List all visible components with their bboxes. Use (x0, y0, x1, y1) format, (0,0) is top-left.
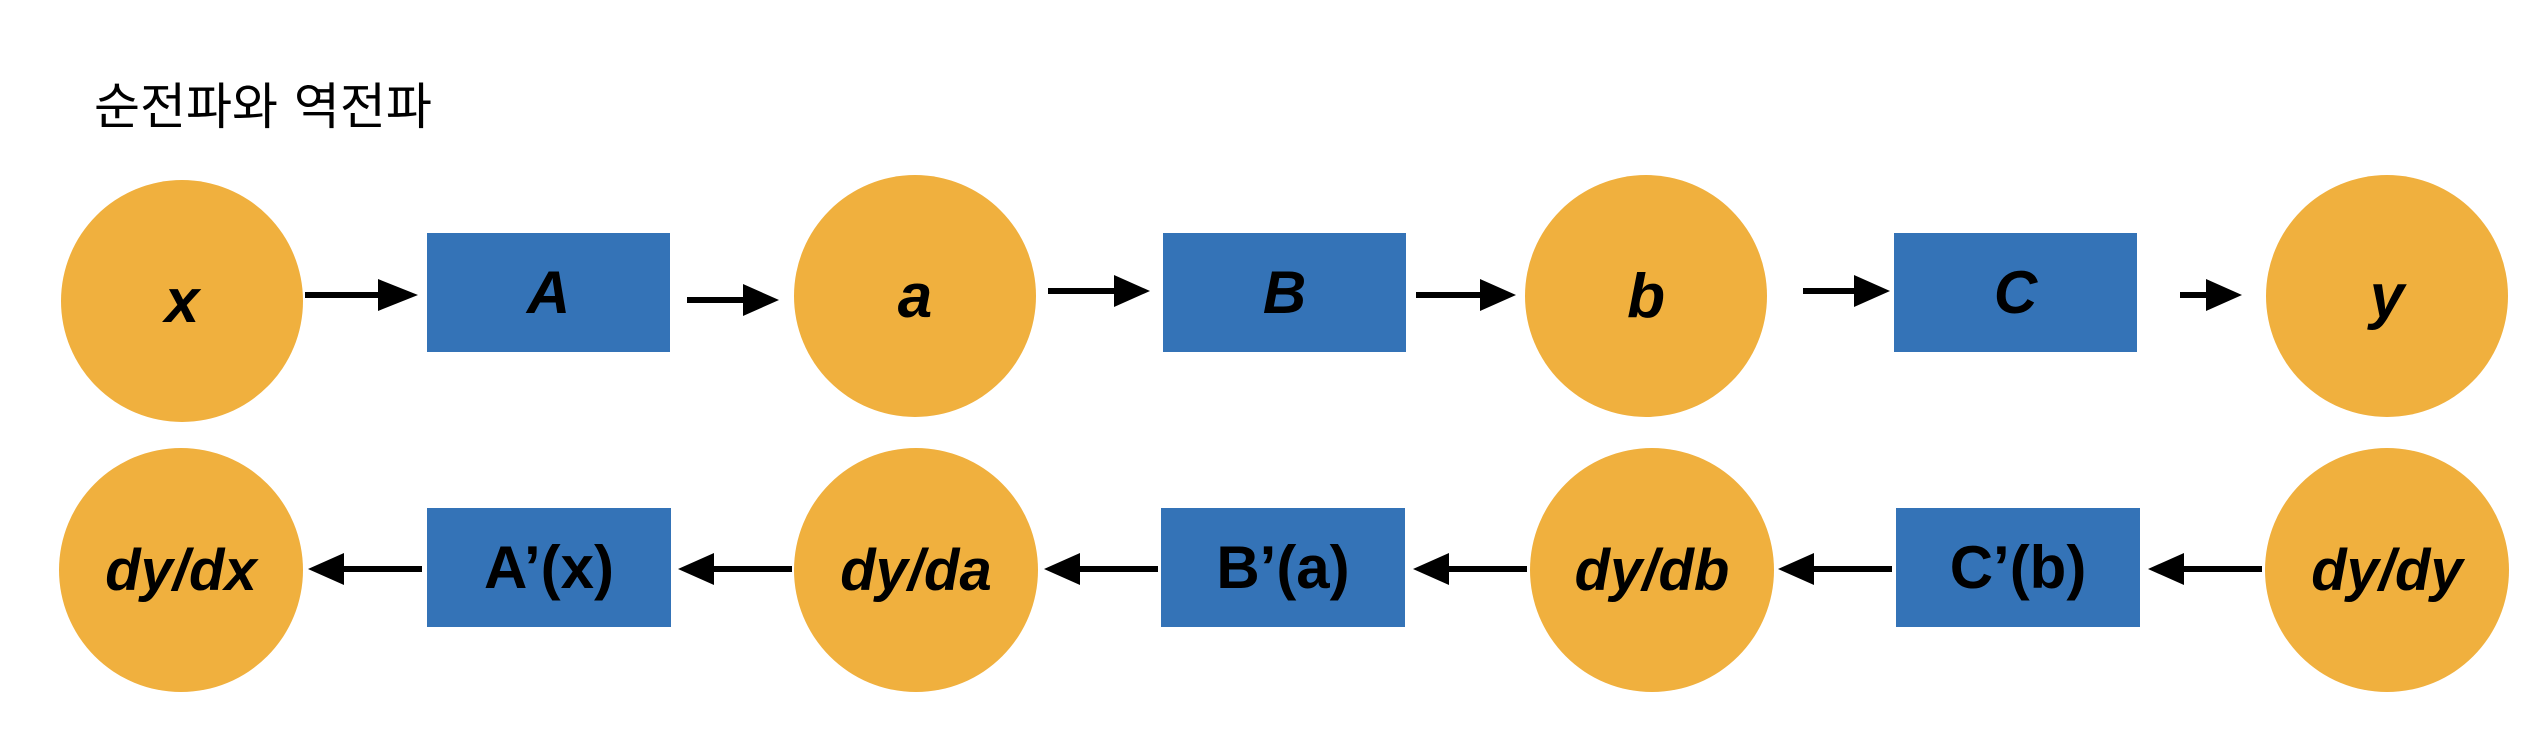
forward-function-a: A (427, 233, 670, 352)
backward-node-dy-dx: dy/dx (59, 448, 303, 692)
forward-node-a: a (794, 175, 1036, 417)
backward-node-dy-dy: dy/dy (2265, 448, 2509, 692)
forward-function-c: C (1894, 233, 2137, 352)
backward-arrow (308, 553, 422, 585)
diagram-title: 순전파와 역전파 (94, 78, 432, 136)
backward-derivative-c: C’(b) (1896, 508, 2140, 627)
forward-arrow (1803, 275, 1890, 307)
backward-arrow (1778, 553, 1892, 585)
forward-node-b: b (1525, 175, 1767, 417)
backward-arrow (2148, 553, 2262, 585)
backward-node-dy-da: dy/da (794, 448, 1038, 692)
backward-arrow (1044, 553, 1158, 585)
backward-node-dy-db: dy/db (1530, 448, 1774, 692)
forward-function-b: B (1163, 233, 1406, 352)
forward-node-y: y (2266, 175, 2508, 417)
forward-node-x: x (61, 180, 303, 422)
forward-arrow (687, 284, 779, 316)
backward-arrow (1413, 553, 1527, 585)
forward-arrow (1416, 279, 1516, 311)
backward-arrow (678, 553, 792, 585)
forward-arrow (305, 279, 418, 311)
forward-arrow (2180, 279, 2242, 311)
forward-arrow (1048, 275, 1150, 307)
backward-derivative-b: B’(a) (1161, 508, 1405, 627)
backward-derivative-a: A’(x) (427, 508, 671, 627)
